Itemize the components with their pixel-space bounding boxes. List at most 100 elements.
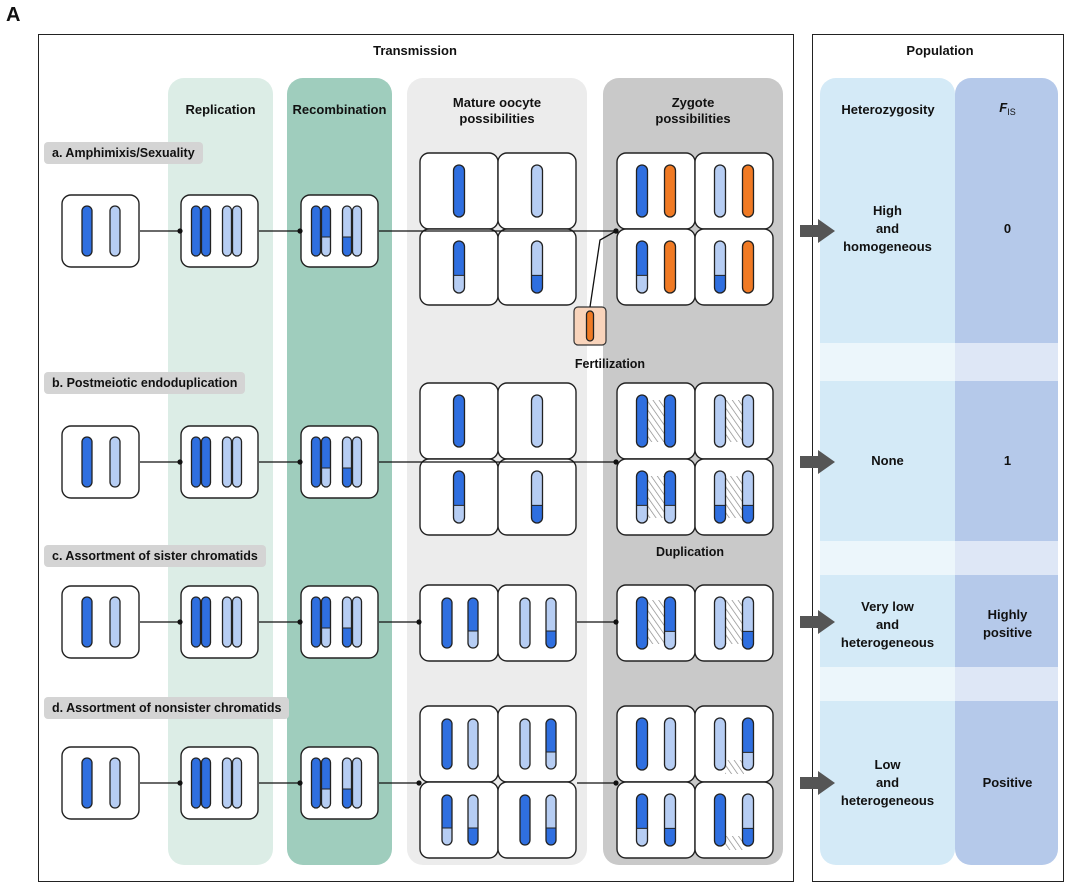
chromosome bbox=[664, 241, 676, 293]
cell-box bbox=[694, 152, 774, 230]
chromosome-outline bbox=[221, 757, 233, 809]
chromosome bbox=[520, 719, 530, 769]
chromosome bbox=[110, 437, 120, 487]
chromosome-outline bbox=[310, 436, 322, 488]
fis-d: Positive bbox=[982, 775, 1033, 790]
cell-box bbox=[497, 705, 577, 783]
recombination-header: Recombination bbox=[292, 102, 387, 117]
chromosome bbox=[636, 718, 648, 770]
chromosome bbox=[664, 165, 676, 217]
chromosome-outline bbox=[109, 436, 121, 488]
chromosome bbox=[636, 597, 648, 649]
fis-b: 1 bbox=[1003, 453, 1012, 468]
hatching bbox=[647, 600, 666, 644]
population-separator bbox=[820, 541, 1058, 575]
chromosome-outline bbox=[663, 717, 677, 771]
chromosome bbox=[311, 758, 321, 808]
chromosome-outline bbox=[713, 793, 727, 847]
chromosome-outline bbox=[519, 718, 531, 770]
chromosome-outline bbox=[530, 470, 544, 524]
cell-box bbox=[419, 705, 499, 783]
chromosome-outline bbox=[663, 793, 677, 847]
chromosome bbox=[742, 241, 754, 293]
chromosome-outline bbox=[741, 164, 755, 218]
population-separator bbox=[820, 667, 1058, 701]
chromosome-outline bbox=[585, 310, 595, 342]
chromosome bbox=[191, 597, 201, 647]
chromosome-outline bbox=[452, 394, 466, 448]
replication-header: Replication bbox=[185, 102, 256, 117]
chromosome bbox=[321, 206, 331, 256]
chromosome-outline bbox=[221, 596, 233, 648]
chromosome bbox=[664, 718, 676, 770]
chromosome-outline bbox=[351, 596, 363, 648]
chromosome bbox=[714, 165, 726, 217]
row-label-d: d. Assortment of nonsister chromatids bbox=[44, 697, 290, 719]
cell-box bbox=[694, 228, 774, 306]
chromosome-outline bbox=[713, 470, 727, 524]
chromosome-outline bbox=[519, 794, 531, 846]
chromosome-outline bbox=[341, 757, 353, 809]
chromosome bbox=[714, 471, 726, 523]
chromosome-outline bbox=[467, 718, 479, 770]
chromosome bbox=[714, 597, 726, 649]
chromosome bbox=[342, 437, 352, 487]
chromosome-outline bbox=[310, 596, 322, 648]
population-arrow bbox=[800, 771, 835, 795]
chromosome bbox=[531, 241, 543, 293]
fis-a: 0 bbox=[1003, 221, 1012, 236]
chromosome-outline bbox=[741, 793, 755, 847]
chromosome-outline bbox=[109, 596, 121, 648]
chromosome-outline bbox=[663, 164, 677, 218]
chromosome-outline bbox=[231, 205, 243, 257]
duplication-label: Duplication bbox=[655, 545, 725, 559]
chromosome bbox=[636, 241, 648, 293]
chromosome bbox=[742, 794, 754, 846]
fis-header: FIS bbox=[960, 100, 1055, 120]
chromosome-outline bbox=[635, 240, 649, 294]
chromosome-outline bbox=[663, 240, 677, 294]
population-separator bbox=[820, 343, 1058, 381]
chromosome bbox=[531, 471, 543, 523]
chromosome-outline bbox=[441, 794, 453, 846]
chromosome bbox=[342, 206, 352, 256]
chromosome-outline bbox=[310, 205, 322, 257]
chromosome-outline bbox=[320, 205, 332, 257]
chromosome-outline bbox=[441, 597, 453, 649]
chromosome bbox=[191, 758, 201, 808]
chromosome bbox=[82, 597, 92, 647]
population-arrow bbox=[800, 610, 835, 634]
chromosome bbox=[442, 719, 452, 769]
chromosome bbox=[546, 795, 556, 845]
chromosome-outline bbox=[741, 394, 755, 448]
chromosome bbox=[321, 758, 331, 808]
row-label-b: b. Postmeiotic endoduplication bbox=[44, 372, 246, 394]
chromosome-outline bbox=[190, 757, 202, 809]
chromosome-outline bbox=[741, 470, 755, 524]
chromosome-outline bbox=[530, 394, 544, 448]
cell-box bbox=[61, 194, 140, 268]
chromosome-outline bbox=[530, 240, 544, 294]
chromosome bbox=[636, 794, 648, 846]
chromosome bbox=[352, 206, 362, 256]
fis-band bbox=[955, 78, 1058, 865]
chromosome bbox=[714, 241, 726, 293]
heterozygosity-band bbox=[820, 78, 955, 865]
cell-box bbox=[497, 781, 577, 859]
chromosome bbox=[453, 241, 465, 293]
heterozygosity-b: None bbox=[871, 453, 904, 468]
chromosome bbox=[232, 437, 242, 487]
chromosome-outline bbox=[545, 597, 557, 649]
chromosome-outline bbox=[351, 436, 363, 488]
chromosome bbox=[110, 206, 120, 256]
cell-box bbox=[61, 585, 140, 659]
cell-box bbox=[616, 228, 696, 306]
chromosome bbox=[352, 597, 362, 647]
chromosome-outline bbox=[351, 205, 363, 257]
hatching bbox=[725, 400, 744, 442]
chromosome bbox=[311, 597, 321, 647]
cell-box bbox=[61, 746, 140, 820]
chromosome-outline bbox=[320, 757, 332, 809]
